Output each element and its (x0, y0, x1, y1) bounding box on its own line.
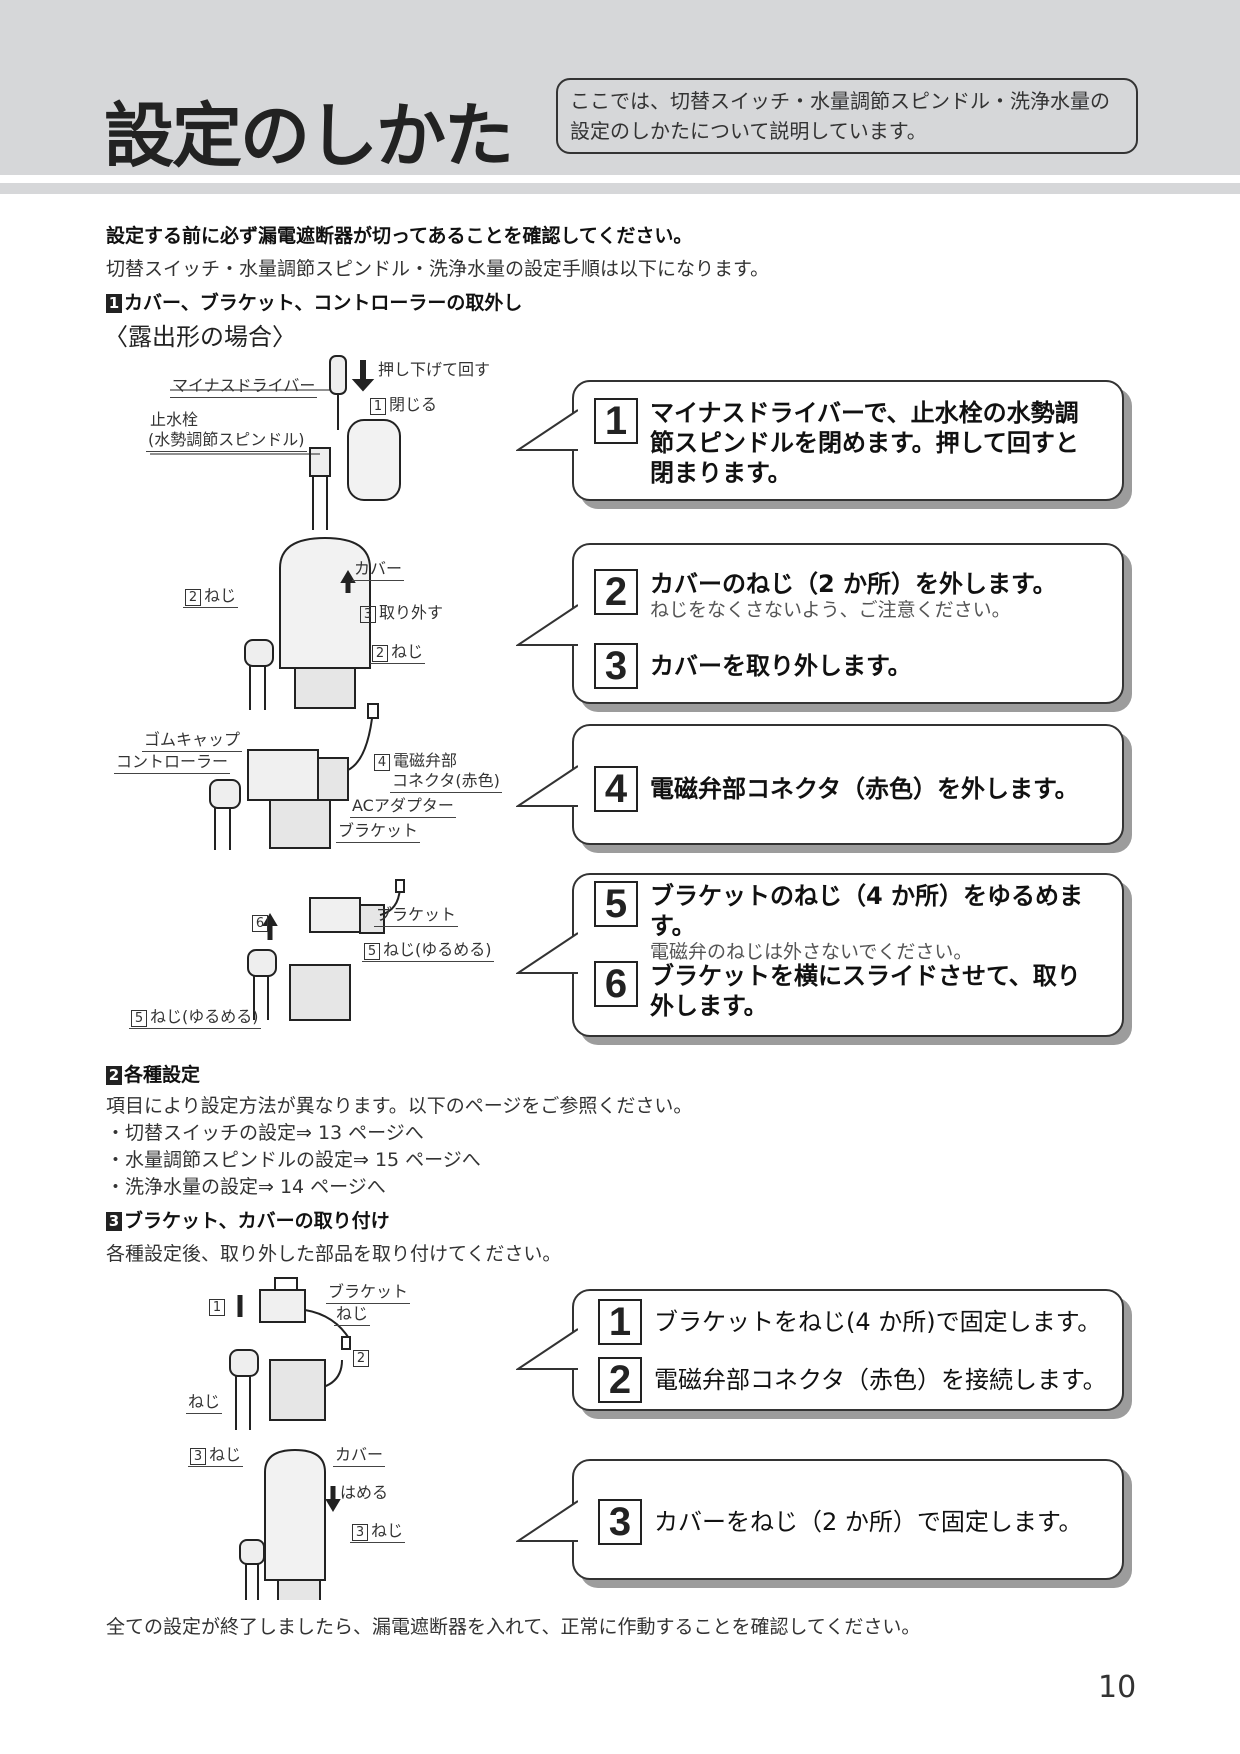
label-slide: 6 (250, 912, 273, 933)
section-number: 3 (106, 1212, 122, 1231)
section-title: 各種設定 (124, 1064, 201, 1086)
callout-pointer (516, 765, 578, 807)
section-number: 1 (106, 294, 122, 313)
faucet-illustration (150, 389, 401, 530)
step-number: 3 (598, 1499, 642, 1545)
step-text: カバーをねじ（2 か所）で固定します。 (654, 1508, 1083, 1536)
warning-text: 設定する前に必ず漏電遮断器が切ってあることを確認してください。 (106, 225, 693, 247)
step-text: マイナスドライバーで、止水栓の水勢調節スピンドルを閉めます。押して回すと閉まりま… (650, 399, 1079, 487)
section3-text: 各種設定後、取り外した部品を取り付けてください。 (106, 1243, 562, 1265)
label-rubber-cap: ゴムキャップ (142, 726, 243, 752)
step-number: 2 (594, 569, 638, 615)
link-water-volume-settings: ・洗浄水量の設定⇒ 14 ページへ (106, 1176, 386, 1198)
footer-text: 全ての設定が終了しましたら、漏電遮断器を入れて、正常に作動することを確認してくだ… (106, 1616, 921, 1638)
label-step2: 2 (351, 1347, 374, 1368)
link-spindle-settings: ・水量調節スピンドルの設定⇒ 15 ページへ (106, 1149, 481, 1171)
section2-text: 項目により設定方法が異なります。以下のページをご参照ください。 (106, 1095, 693, 1117)
step-number: 6 (594, 961, 638, 1007)
step-number: 4 (594, 766, 638, 812)
section-title: ブラケット、カバーの取り付け (124, 1210, 390, 1232)
link-switch-settings: ・切替スイッチの設定⇒ 13 ページへ (106, 1122, 424, 1144)
header-band (0, 0, 1240, 175)
step-number: 1 (594, 398, 638, 444)
step-number: 3 (594, 643, 638, 689)
label-screw: ねじ (186, 1388, 223, 1414)
cover-attach-illustration (239, 1448, 341, 1600)
step-callout-2-3: 2 カバーのねじ（2 か所）を外します。ねじをなくさないよう、ご注意ください。 3… (516, 543, 1124, 704)
label-cover: カバー (333, 1441, 386, 1467)
summary-text: 切替スイッチ・水量調節スピンドル・洗浄水量の設定手順は以下になります。 (106, 258, 770, 280)
step-number: 5 (594, 881, 638, 927)
step-callout-attach-1-2: 1 ブラケットをねじ(4 か所)で固定します。 2 電磁弁部コネクタ（赤色）を接続し… (516, 1289, 1124, 1411)
bracket-attach-illustration (229, 1277, 351, 1430)
controller-illustration (209, 703, 379, 850)
step-text: 電磁弁部コネクタ（赤色）を接続します。 (654, 1366, 1107, 1394)
step-text: 電磁弁部コネクタ（赤色）を外します。 (650, 775, 1079, 803)
step-number: 2 (598, 1357, 642, 1403)
label-screw: ねじ (334, 1300, 371, 1326)
step-text: カバーのねじ（2 か所）を外します。 (650, 570, 1057, 598)
step-text: カバーを取り外します。 (650, 652, 912, 680)
step-text: ブラケットを横にスライドさせて、取り外します。 (650, 962, 1081, 1020)
page-number: 10 (1098, 1670, 1137, 1705)
section-title: カバー、ブラケット、コントローラーの取外し (124, 292, 523, 314)
label-connector-red: コネクタ(赤色) (390, 767, 502, 793)
step-text: ブラケットのねじ（4 か所）をゆるめます。 (650, 882, 1084, 940)
step-callout-1: 1 マイナスドライバーで、止水栓の水勢調節スピンドルを閉めます。押して回すと閉まり… (516, 380, 1124, 501)
label-cover: カバー (352, 555, 405, 581)
label-ac-adapter: ACアダプター (350, 792, 456, 818)
label-controller: コントローラー (114, 748, 231, 774)
screwdriver-illustration (329, 355, 375, 430)
header-strip (0, 183, 1240, 194)
label-bracket: ブラケット (374, 901, 459, 927)
bracket-slide-illustration (247, 879, 405, 1021)
step-callout-4: 4 電磁弁部コネクタ（赤色）を外します。 (516, 724, 1124, 845)
label-bracket: ブラケット (336, 817, 421, 843)
label-fit: はめる (340, 1483, 389, 1502)
cover-illustration (244, 536, 371, 710)
page-description: ここでは、切替スイッチ・水量調節スピンドル・洗浄水量の設定のしかたについて説明し… (556, 78, 1138, 154)
label-spindle: (水勢調節スピンドル) (146, 426, 307, 452)
page-title: 設定のしかた (104, 95, 514, 177)
step-callout-attach-3: 3 カバーをねじ（2 か所）で固定します。 (516, 1459, 1124, 1580)
callout-pointer (516, 604, 578, 646)
step-number: 1 (598, 1299, 642, 1345)
step-text: ブラケットをねじ(4 か所)で固定します。 (654, 1308, 1102, 1336)
label-bracket: ブラケット (326, 1278, 411, 1304)
label-step1: 1 (207, 1296, 230, 1317)
callout-pointer (516, 1328, 578, 1370)
callout-pointer (516, 1500, 578, 1542)
callout-pointer (516, 932, 578, 974)
label-screwdriver: マイナスドライバー (170, 372, 318, 398)
installation-illustrations (150, 355, 405, 1600)
step-note: 電磁弁のねじは外さないでください。 (650, 941, 973, 963)
section1-subtitle: 〈露出形の場合〉 (104, 323, 296, 351)
section-number: 2 (106, 1066, 122, 1085)
callout-pointer (516, 409, 578, 451)
label-stop-valve: 止水栓 (150, 410, 199, 429)
step-note: ねじをなくさないよう、ご注意ください。 (650, 599, 1011, 621)
label-push-turn: 押し下げて回す (378, 360, 491, 379)
